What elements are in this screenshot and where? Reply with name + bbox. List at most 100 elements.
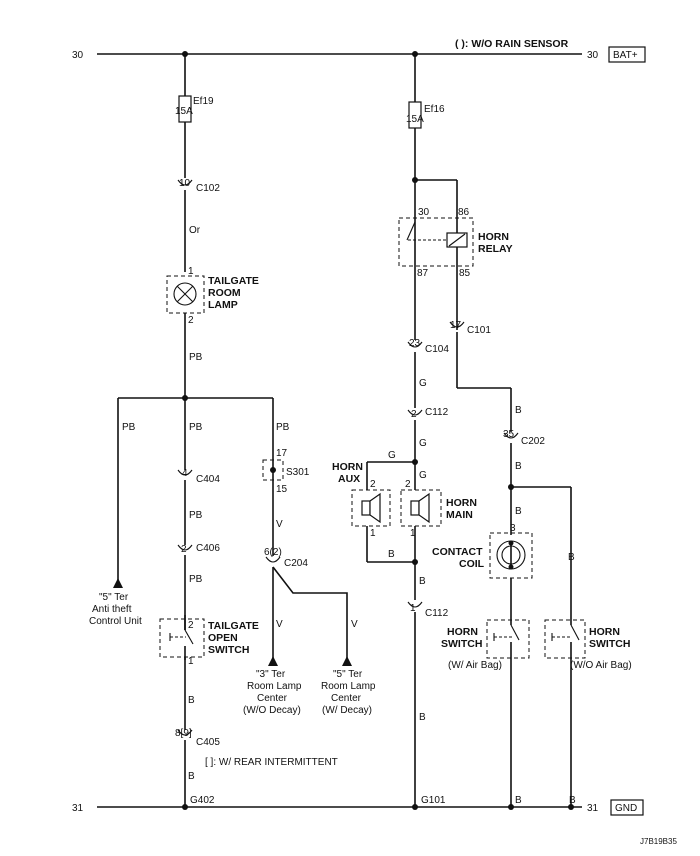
c406-label: C406 <box>196 543 220 554</box>
connector-c102 <box>177 179 193 186</box>
rail-top-right-label: 30 <box>587 50 599 61</box>
c404-pin: 4 <box>182 468 188 479</box>
switch-outline <box>159 618 205 658</box>
lamp-title-2: ROOM <box>208 287 241 299</box>
wire-color-b-gnd2: B <box>569 795 576 806</box>
wire-color-b-2: B <box>188 771 195 782</box>
lamp-title-1: TAILGATE <box>208 275 259 287</box>
horn-main-title-1: HORN <box>446 497 477 509</box>
fuse-ef19-rating: 15A <box>175 106 193 117</box>
horn-main-cone <box>418 492 430 524</box>
wire-color-b-gnd1: B <box>515 795 522 806</box>
c102-label: C102 <box>196 183 220 194</box>
wire-color-b-c202: B <box>515 461 522 472</box>
diagram-code: J7B19B35 <box>640 837 677 846</box>
hs-ab-note: (W/ Air Bag) <box>448 660 502 671</box>
s301-label: S301 <box>286 467 310 478</box>
switch-title-2: OPEN <box>208 632 238 644</box>
hs-woab-title-2: SWITCH <box>589 638 630 650</box>
horn-aux-title-2: AUX <box>338 473 360 485</box>
wire-color-g-main: G <box>419 470 427 481</box>
ter5-line3: Center <box>331 693 362 704</box>
bat-label: BAT+ <box>613 50 638 61</box>
wire-color-b-coil: B <box>515 506 522 517</box>
switch-pin1: 1 <box>188 656 194 667</box>
legend-rear-intermittent: [ ]: W/ REAR INTERMITTENT <box>205 757 338 768</box>
c112-top-label: C112 <box>425 407 449 418</box>
wire-color-b-85: B <box>515 405 522 416</box>
wire-color-b-1: B <box>188 695 195 706</box>
horn-aux-outline <box>351 489 391 527</box>
coil-title-1: CONTACT <box>432 546 483 558</box>
terminal-arrow <box>113 578 123 588</box>
lamp-pin1: 1 <box>188 266 194 277</box>
switch-title-3: SWITCH <box>208 644 249 656</box>
ter3-line2: Room Lamp <box>247 681 302 692</box>
switch-pin2: 2 <box>188 620 194 631</box>
wire-color-b-g101: B <box>419 712 426 723</box>
connector-c104 <box>407 341 423 348</box>
connector-c405 <box>177 729 193 736</box>
coil-pin3: 3 <box>510 523 516 534</box>
c112-bot-label: C112 <box>425 608 449 619</box>
rail-top-left-label: 30 <box>72 50 84 61</box>
horn-aux-cone <box>369 492 381 524</box>
hs-ab-title-2: SWITCH <box>441 638 482 650</box>
relay-title-2: RELAY <box>478 243 513 255</box>
c202-pin: 35 <box>503 429 515 440</box>
s301-pin-a: 17 <box>276 448 288 459</box>
wire-color-pb-left: PB <box>122 422 136 433</box>
relay-pin86: 86 <box>458 207 470 218</box>
horn-switch-ab-outline <box>486 619 530 659</box>
fuse-ef16-rating: 15A <box>406 114 424 125</box>
antitheft-line1: "5" Ter <box>99 592 129 603</box>
switch-contact <box>184 629 194 645</box>
wire-color-v-2: V <box>276 619 283 630</box>
horn-aux-title-1: HORN <box>332 461 363 473</box>
wire-v-branch <box>272 566 348 658</box>
wire-color-pb-1: PB <box>189 352 203 363</box>
lamp-icon-x2 <box>176 285 194 303</box>
lamp-title-3: LAMP <box>208 299 238 311</box>
coil-title-2: COIL <box>459 558 485 570</box>
wire-color-pb-right: PB <box>276 422 290 433</box>
wire-color-g-2: G <box>419 438 427 449</box>
c102-pin: 10 <box>179 178 191 189</box>
c101-label: C101 <box>467 325 491 336</box>
g101-label: G101 <box>421 795 446 806</box>
relay-pin30: 30 <box>418 207 430 218</box>
wire-color-b-woab: B <box>568 552 575 563</box>
wire-color-pb-2: PB <box>189 510 203 521</box>
connector-c112-bottom <box>407 601 423 608</box>
fuse-ef19-name: Ef19 <box>193 96 214 107</box>
relay-pin87: 87 <box>417 268 429 279</box>
gnd-box <box>610 799 644 816</box>
hs-woab-title-1: HORN <box>589 626 620 638</box>
s301-pin-b: 15 <box>276 484 288 495</box>
wire-color-pb-mid: PB <box>189 422 203 433</box>
wire-color-or: Or <box>189 225 201 236</box>
gnd-label: GND <box>615 803 637 814</box>
horn-main-outline <box>400 489 442 527</box>
hs-woab-note: (W/O Air Bag) <box>570 660 632 671</box>
connector-c204 <box>265 556 281 563</box>
rail-bottom-right-label: 31 <box>587 803 599 814</box>
c104-pin: 23 <box>409 338 421 349</box>
horn-switch-ab-contact <box>510 624 520 641</box>
c406-pin: 2 <box>181 544 187 555</box>
wire-color-v-3: V <box>351 619 358 630</box>
ground-dot <box>508 804 514 810</box>
connector-c101 <box>449 321 465 328</box>
terminal-arrow <box>268 656 278 666</box>
main-pin1: 1 <box>410 528 416 539</box>
c404-label: C404 <box>196 474 220 485</box>
c112-bot-pin: 1 <box>410 603 416 614</box>
relay-coil-slash <box>448 233 466 247</box>
c202-label: C202 <box>521 436 545 447</box>
horn-relay-outline <box>398 217 474 267</box>
ground-dot <box>182 804 188 810</box>
legend-rain-sensor: ( ): W/O RAIN SENSOR <box>455 38 569 50</box>
horn-main-icon <box>410 500 420 516</box>
